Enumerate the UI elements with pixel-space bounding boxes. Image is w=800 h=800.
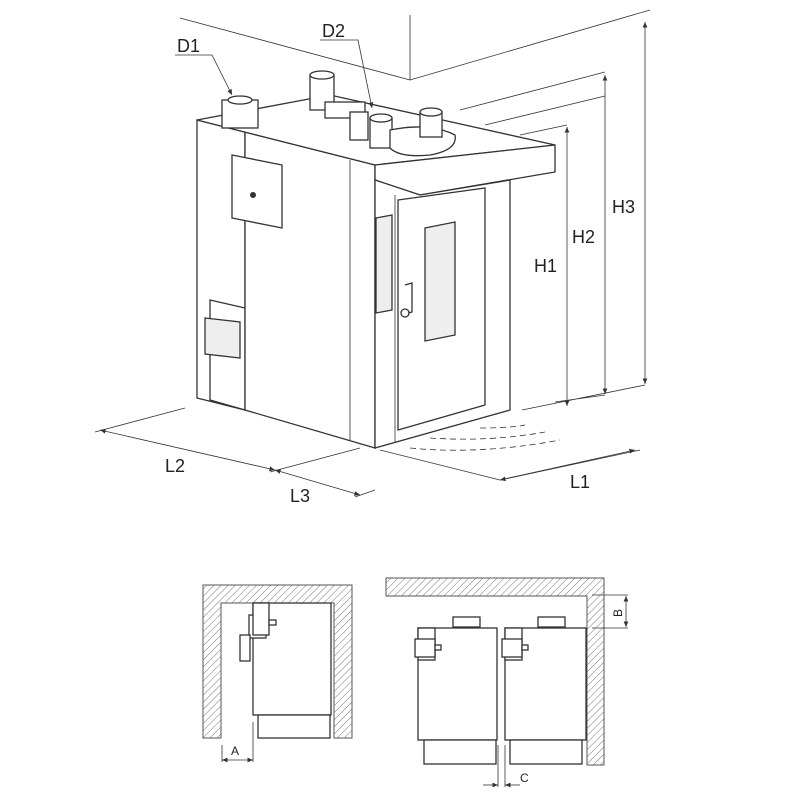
label-h1: H1 (534, 256, 557, 276)
oven-3d-view (196, 70, 561, 451)
label-b: B (611, 609, 625, 617)
label-d2: D2 (322, 21, 345, 41)
side-window (375, 214, 393, 314)
chimney-d1 (221, 99, 259, 129)
label-c: C (520, 771, 529, 785)
length-dimensions: L2 L3 L1 (94, 407, 641, 506)
control-box (231, 154, 283, 229)
chimney-d2 (349, 111, 369, 141)
label-l1: L1 (570, 472, 590, 492)
label-a: A (231, 744, 239, 758)
label-d1: D1 (177, 36, 200, 56)
label-h3: H3 (612, 197, 635, 217)
door-window (424, 221, 456, 342)
room-walls (179, 9, 651, 411)
label-h2: H2 (572, 227, 595, 247)
plan-double-oven: C B (385, 577, 629, 788)
plan-single-oven: A (202, 584, 353, 763)
label-l2: L2 (165, 456, 185, 476)
label-l3: L3 (290, 486, 310, 506)
height-dimensions: H3 H2 H1 (534, 22, 648, 406)
